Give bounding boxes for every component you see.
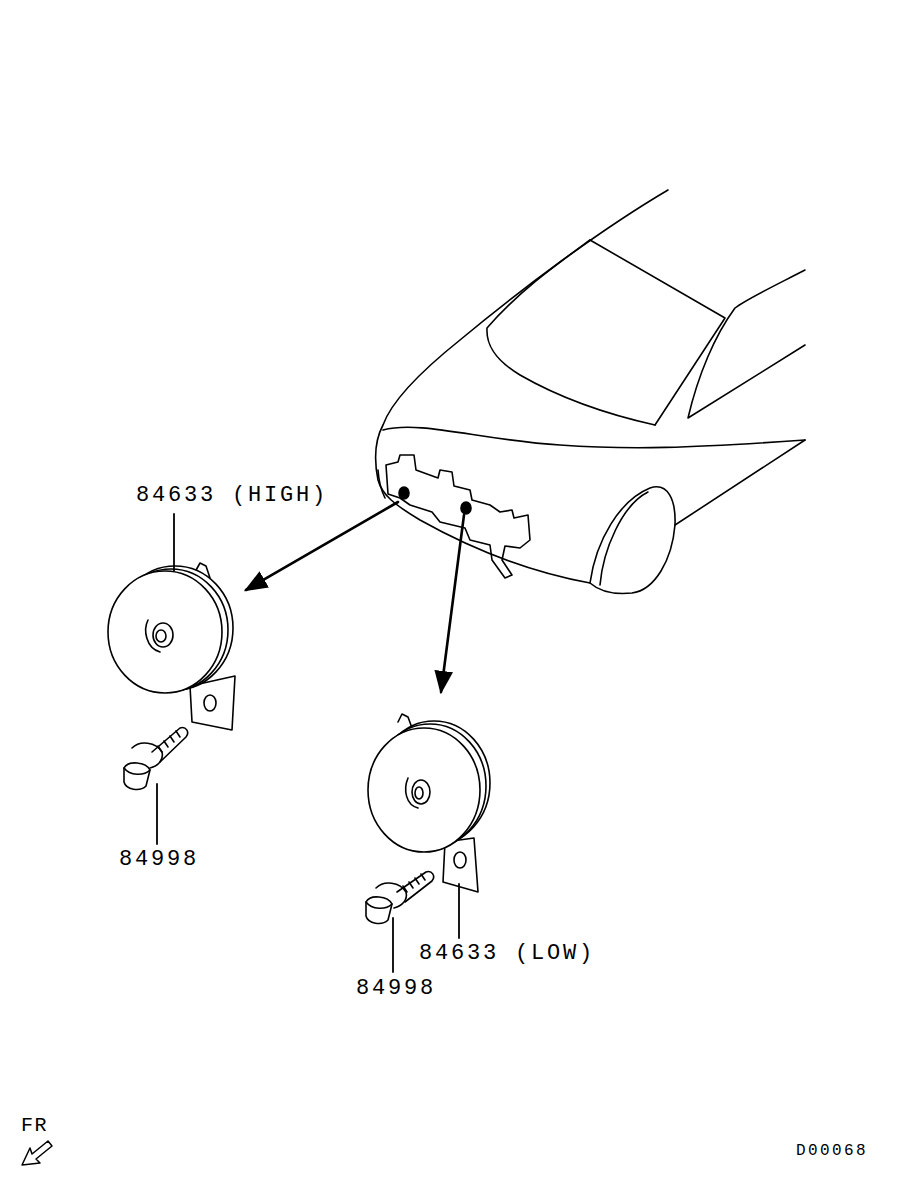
part-number: 84998 bbox=[356, 978, 436, 1000]
front-arrow bbox=[22, 1141, 52, 1165]
part-number: 84998 bbox=[119, 849, 199, 871]
horn-low bbox=[368, 714, 490, 892]
location-arrow bbox=[246, 502, 398, 590]
leader-line bbox=[157, 514, 459, 972]
location-arrow bbox=[441, 515, 464, 692]
drawing-code: D00068 bbox=[796, 1143, 868, 1159]
bolt bbox=[124, 728, 188, 790]
horn-high bbox=[108, 563, 235, 730]
bolt bbox=[366, 872, 434, 924]
car-outline bbox=[376, 190, 805, 593]
part-number: 84633 (HIGH) bbox=[136, 485, 328, 507]
part-number: 84633 (LOW) bbox=[419, 943, 595, 965]
direction-label: FR bbox=[21, 1116, 48, 1136]
